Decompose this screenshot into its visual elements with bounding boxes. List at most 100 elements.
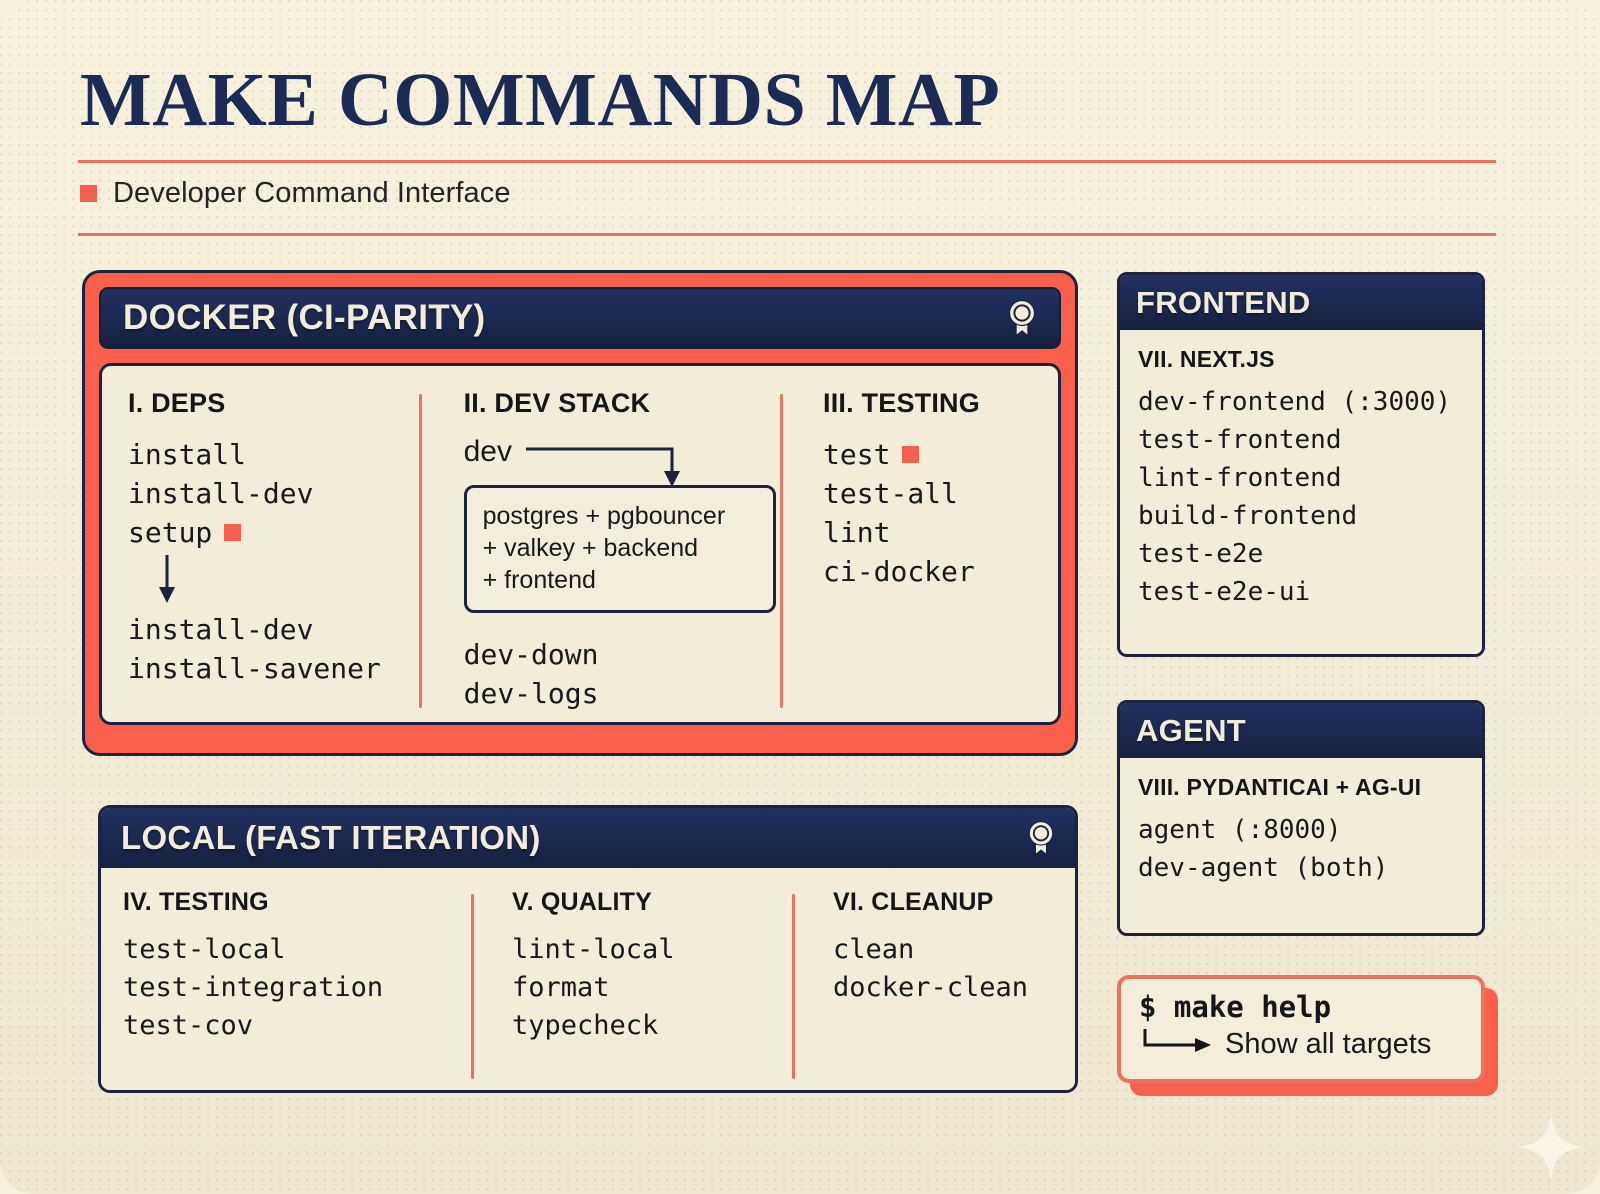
command-item[interactable]: lint-frontend [1138,459,1464,497]
local-card-header: LOCAL (FAST ITERATION) [101,808,1075,868]
stack-line: postgres + pgbouncer [482,502,726,530]
command-label: test-cov [123,1010,254,1041]
command-item[interactable]: test-e2e-ui [1138,573,1464,611]
award-rosette-icon [1005,299,1039,337]
award-rosette-icon [1025,820,1057,856]
command-item[interactable]: install-dev [128,474,409,513]
deps-section-title: I. DEPS [128,388,226,418]
command-item[interactable]: test [823,435,1032,474]
command-item[interactable]: install [128,435,409,474]
command-label: ci-docker [823,555,975,588]
command-item[interactable]: test-all [823,474,1032,513]
command-label: install-dev [128,613,314,646]
command-label: install-dev [128,477,314,510]
square-bullet-icon [80,184,97,202]
elbow-arrow-down-icon [522,435,692,496]
page-subtitle: Developer Command Interface [113,176,511,209]
agent-command-list: agent (:8000) dev-agent (both) [1138,811,1464,887]
header-rule-bottom [78,233,1496,236]
command-item[interactable]: dev-logs [464,674,780,713]
command-item[interactable]: format [512,969,792,1007]
docker-card-body: I. DEPS install install-dev setup [99,363,1061,725]
command-item[interactable]: install-savener [128,649,409,688]
docker-testing-section-title: III. TESTING [823,388,980,418]
local-column-quality: V. QUALITY lint-local format typecheck [474,888,792,1090]
command-item[interactable]: docker-clean [833,969,1045,1007]
header-rule-top [78,160,1496,163]
subtitle-row: Developer Command Interface [78,163,1498,213]
command-item[interactable]: lint-local [512,931,792,969]
command-item[interactable]: dev-agent (both) [1138,849,1464,887]
command-item[interactable]: typecheck [512,1007,792,1045]
column-divider [471,894,474,1079]
command-item[interactable]: clean [833,931,1045,969]
deps-sub-command-list: install-dev install-savener [128,610,409,688]
command-item[interactable]: dev-frontend (:3000) [1138,383,1464,421]
command-label: test-all [823,477,958,510]
docker-testing-command-list: test test-all lint ci-docker [823,435,1032,591]
dev-stack-section-title: II. DEV STACK [463,388,651,418]
deps-command-list: install install-dev setup [128,435,409,552]
command-label: dev-logs [463,677,599,710]
local-testing-section-title: IV. TESTING [123,888,269,916]
arrow-down-icon [154,553,180,610]
command-label: lint-local [512,934,675,965]
column-divider [792,894,795,1079]
column-divider [418,394,422,708]
command-label: dev-frontend (:3000) [1138,387,1452,417]
command-label: lint [823,516,891,549]
command-item[interactable]: setup [128,513,409,552]
help-card[interactable]: $ make help Show all targets [1117,975,1485,1083]
command-item[interactable]: build-frontend [1138,497,1464,535]
command-label: dev-down [463,638,599,671]
deps-arrow-wrap [128,552,409,610]
help-command: $ make help [1139,990,1332,1024]
dev-trigger-label[interactable]: dev [463,435,512,468]
command-label: build-frontend [1138,501,1358,531]
command-label: clean [833,934,915,965]
local-testing-command-list: test-local test-integration test-cov [123,931,471,1045]
highlight-flag-icon [224,524,242,541]
page-title: MAKE COMMANDS MAP [80,58,1001,142]
command-label: install-savener [128,652,381,685]
command-label: test [823,438,891,471]
column-divider [780,394,784,708]
command-item[interactable]: test-e2e [1138,535,1464,573]
command-label: test-integration [123,972,384,1003]
help-description-row: Show all targets [1139,1027,1465,1062]
frontend-card: FRONTEND VII. NEXT.JS dev-frontend (:300… [1117,272,1485,657]
highlight-flag-icon [902,446,920,463]
local-card-title: LOCAL (FAST ITERATION) [121,819,541,856]
command-label: test-e2e [1138,539,1264,569]
command-label: docker-clean [833,972,1029,1003]
command-item[interactable]: ci-docker [823,552,1032,591]
command-item[interactable]: test-local [123,931,471,969]
command-item[interactable]: test-frontend [1138,421,1464,459]
command-label: setup [128,516,213,549]
dev-stack-command-list: dev-down dev-logs [464,635,780,713]
elbow-arrow-right-icon [1139,1027,1217,1062]
agent-section-title: VIII. PYDANTICAI + AG-UI [1138,774,1422,800]
local-quality-section-title: V. QUALITY [512,888,652,916]
agent-card-title: AGENT [1136,712,1246,748]
command-label: test-e2e-ui [1138,577,1311,607]
command-item[interactable]: lint [823,513,1032,552]
command-item[interactable]: dev-down [464,635,780,674]
docker-column-deps: I. DEPS install install-dev setup [128,388,419,722]
command-label: test-frontend [1138,425,1342,455]
command-item[interactable]: agent (:8000) [1138,811,1464,849]
local-card: LOCAL (FAST ITERATION) IV. TESTING test-… [98,805,1078,1093]
command-label: agent (:8000) [1138,815,1342,845]
command-item[interactable]: test-integration [123,969,471,1007]
command-label: format [512,972,610,1003]
command-label: typecheck [512,1010,659,1041]
stack-line: + valkey + backend [482,534,699,562]
help-description: Show all targets [1225,1028,1432,1060]
command-item[interactable]: test-cov [123,1007,471,1045]
docker-column-dev-stack: II. DEV STACK dev postgres + pgbouncer +… [422,388,780,722]
frontend-card-header: FRONTEND [1120,275,1482,330]
command-item[interactable]: install-dev [128,610,409,649]
docker-card-header: DOCKER (CI-PARITY) [99,287,1061,349]
docker-column-testing: III. TESTING test test-all lint ci-docke… [783,388,1032,722]
